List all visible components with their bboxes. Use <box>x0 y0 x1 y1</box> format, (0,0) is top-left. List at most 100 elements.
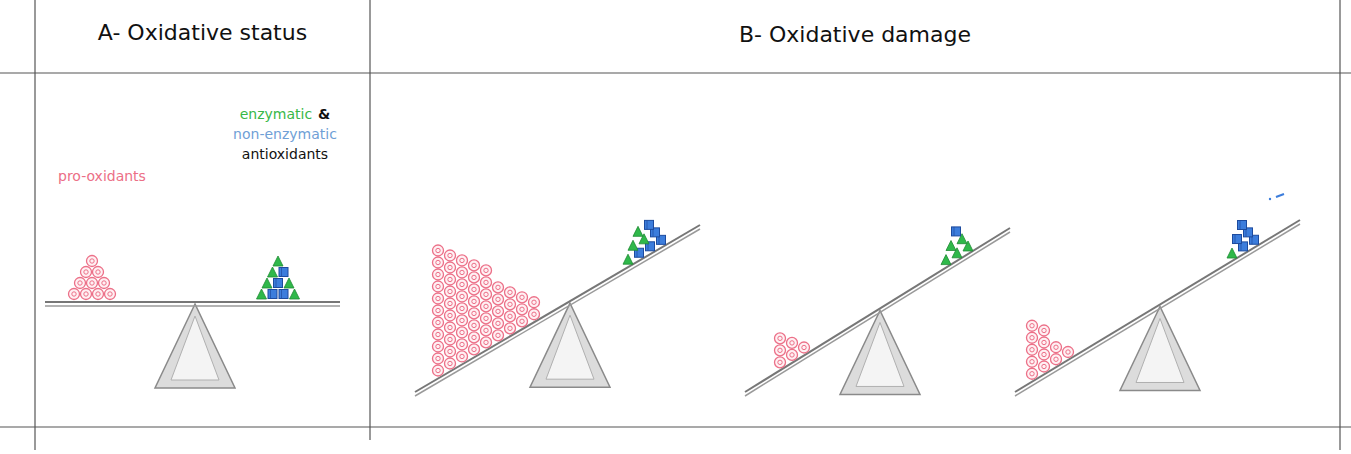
pro-oxidant-dot <box>448 253 452 257</box>
pro-oxidant-dot <box>445 250 456 261</box>
pro-oxidant-dot <box>1030 324 1034 328</box>
pro-oxidant-dot <box>1030 360 1034 364</box>
pro-oxidant-dot <box>433 353 444 364</box>
pro-oxidant-dot <box>1042 340 1046 344</box>
pro-oxidant-dot <box>505 287 516 298</box>
pro-oxidant-dot <box>436 260 440 264</box>
non-enzymatic-square <box>279 290 288 299</box>
pro-oxidant-dot <box>69 289 80 300</box>
enzymatic-triangle <box>628 240 638 250</box>
pro-oxidant-dot <box>517 292 528 303</box>
pro-oxidant-dot <box>436 248 440 252</box>
antioxidant-label-group: enzymatic&non-enzymaticantioxidants <box>233 104 337 164</box>
pro-oxidant-dot <box>445 274 456 285</box>
pro-oxidant-dot <box>505 299 516 310</box>
pro-oxidant-dot <box>457 351 468 362</box>
pro-oxidant-dot <box>481 265 492 276</box>
pro-oxidant-dot <box>457 267 468 278</box>
fulcrum <box>546 315 594 379</box>
pro-oxidant-dot <box>433 329 444 340</box>
fulcrum <box>530 303 610 387</box>
pro-oxidant-dot <box>448 325 452 329</box>
pro-oxidant-dot <box>433 257 444 268</box>
pro-oxidant-dot <box>484 328 488 332</box>
pro-oxidant-dot <box>99 278 110 289</box>
pro-oxidant-dot <box>508 314 512 318</box>
pro-oxidant-dot <box>87 256 98 267</box>
pro-oxidant-dot <box>436 332 440 336</box>
pro-oxidant-dot <box>508 302 512 306</box>
pro-oxidant-dot <box>790 341 794 345</box>
pro-oxidant-dot <box>484 316 488 320</box>
pro-oxidant-dot <box>84 270 88 274</box>
enzymatic-triangle <box>273 256 283 266</box>
pro-oxidant-dot <box>532 312 536 316</box>
pro-oxidant-dot <box>96 292 100 296</box>
fulcrum <box>171 316 219 380</box>
pro-oxidant-dot <box>469 332 480 343</box>
non-enzymatic-square <box>647 220 648 229</box>
ampersand: & <box>318 106 330 122</box>
pro-oxidant-dot <box>787 337 798 348</box>
pro-oxidant-dot <box>472 347 476 351</box>
enzymatic-triangle <box>946 241 956 251</box>
pro-oxidant-dot <box>445 298 456 309</box>
pro-oxidant-dot <box>445 334 456 345</box>
pro-oxidant-dot <box>529 309 540 320</box>
pro-oxidant-dot <box>445 286 456 297</box>
pro-oxidant-dot <box>787 349 798 360</box>
pro-oxidant-dot <box>1030 348 1034 352</box>
pro-oxidant-dot <box>448 301 452 305</box>
pro-oxidant-dot <box>1039 337 1050 348</box>
pro-oxidant-dot <box>496 321 500 325</box>
pro-oxidant-dot <box>1042 328 1046 332</box>
seesaw-beam <box>1015 220 1300 392</box>
seesaw-beam <box>45 305 340 307</box>
pro-oxidant-dot <box>436 356 440 360</box>
pro-oxidant-dot <box>493 282 504 293</box>
pro-oxidant-dot <box>1042 364 1046 368</box>
pro-oxidant-dot <box>1027 320 1038 331</box>
pro-oxidant-dot <box>775 333 786 344</box>
non-enzymatic-square <box>1233 235 1242 244</box>
pro-oxidant-dot <box>75 278 86 289</box>
non-enzymatic-square <box>952 227 961 236</box>
pro-oxidant-dot <box>1051 354 1062 365</box>
pro-oxidant-dot <box>1027 344 1038 355</box>
pro-oxidant-dot <box>460 342 464 346</box>
pro-oxidant-dot <box>93 267 104 278</box>
pro-oxidant-dot <box>1039 361 1050 372</box>
pro-oxidant-dot <box>90 281 94 285</box>
pro-oxidant-dot <box>105 289 116 300</box>
pro-oxidant-dot <box>448 361 452 365</box>
pro-oxidant-dot <box>436 296 440 300</box>
pro-oxidant-dot <box>448 313 452 317</box>
pro-oxidant-dot <box>496 309 500 313</box>
pro-oxidant-dot <box>469 308 480 319</box>
panel-heading: A- Oxidative status <box>35 20 370 45</box>
fulcrum <box>1120 306 1200 390</box>
pro-oxidant-dot <box>93 289 104 300</box>
enzymatic-triangle <box>941 255 951 265</box>
pro-oxidant-dot <box>1027 368 1038 379</box>
pro-oxidant-dot <box>457 303 468 314</box>
pro-oxidant-dot <box>472 287 476 291</box>
seesaw-beam <box>745 232 1010 396</box>
pro-oxidant-dot <box>81 267 92 278</box>
pro-oxidant-dot <box>457 291 468 302</box>
non-enzymatic-square <box>1238 221 1247 230</box>
pro-oxidant-dot <box>1039 325 1050 336</box>
pro-oxidant-dot <box>484 304 488 308</box>
enzymatic-label: enzymatic <box>240 106 312 122</box>
non-enzymatic-square <box>645 220 654 229</box>
pro-oxidant-dot <box>775 357 786 368</box>
pro-oxidant-dot <box>484 280 488 284</box>
pro-oxidant-dot <box>457 339 468 350</box>
pro-oxidant-dot <box>460 318 464 322</box>
pro-oxidant-label: pro-oxidants <box>58 168 146 184</box>
fulcrum <box>155 304 235 388</box>
pro-oxidant-dot <box>460 306 464 310</box>
fulcrum <box>840 310 920 394</box>
pro-oxidant-dot <box>469 260 480 271</box>
